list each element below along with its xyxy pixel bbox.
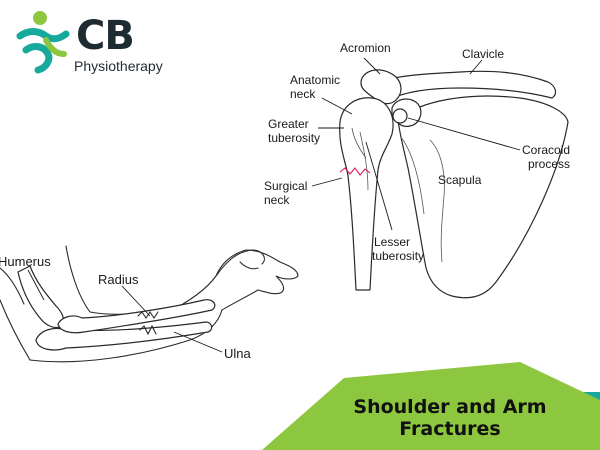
label-anatomic-neck-1: Anatomic bbox=[290, 73, 340, 87]
ulna-leader bbox=[173, 331, 223, 353]
hand-thumb-outline bbox=[239, 261, 259, 270]
label-clavicle: Clavicle bbox=[462, 47, 504, 61]
surgical-neck-leader bbox=[311, 177, 343, 187]
shoulder-diagram: Acromion Clavicle Anatomic neck Greater … bbox=[264, 41, 570, 299]
coracoid-tip bbox=[392, 108, 408, 124]
scapula-bone bbox=[397, 95, 569, 299]
forearm-bottom-outline bbox=[29, 309, 223, 363]
anatomic-neck-leader bbox=[321, 97, 353, 115]
ulna-fracture bbox=[139, 324, 157, 336]
label-radius: Radius bbox=[98, 272, 139, 287]
humerus-leader bbox=[27, 269, 45, 301]
scapula-spine-line bbox=[429, 139, 445, 263]
humerus-groove-line bbox=[359, 131, 369, 191]
label-anatomic-neck-2: neck bbox=[290, 87, 316, 101]
radius-fracture bbox=[137, 311, 159, 319]
radius-bone bbox=[57, 299, 216, 334]
banner-title: Shoulder and Arm Fractures bbox=[320, 396, 580, 440]
clavicle-leader bbox=[469, 59, 483, 75]
upper-arm-outline bbox=[0, 267, 25, 305]
hand-outline bbox=[215, 249, 299, 311]
acromion-leader bbox=[363, 57, 381, 75]
label-surgical-neck-2: neck bbox=[264, 193, 290, 207]
label-coracoid-2: process bbox=[528, 157, 570, 171]
label-greater-tuberosity-1: Greater bbox=[268, 117, 309, 131]
scapula-inner-line bbox=[399, 135, 425, 215]
title-banner bbox=[262, 362, 600, 450]
label-acromion: Acromion bbox=[340, 41, 391, 55]
forearm-top-outline bbox=[169, 249, 265, 313]
surgical-neck-fracture bbox=[339, 167, 371, 176]
label-lesser-tuberosity-1: Lesser bbox=[374, 235, 410, 249]
logo-runner-icon bbox=[16, 11, 70, 74]
banner-green-shape bbox=[262, 362, 600, 450]
label-lesser-tuberosity-2: tuberosity bbox=[372, 249, 424, 263]
label-surgical-neck-1: Surgical bbox=[264, 179, 307, 193]
banner-title-line2: Fractures bbox=[399, 418, 501, 440]
label-coracoid-1: Coracoid bbox=[522, 143, 570, 157]
label-scapula: Scapula bbox=[438, 173, 482, 187]
acromion-bone bbox=[360, 69, 402, 105]
logo-brand-text: CB bbox=[76, 13, 135, 59]
radius-leader bbox=[121, 285, 151, 317]
label-humerus: Humerus bbox=[0, 254, 51, 269]
upper-arm-front-outline bbox=[0, 299, 31, 361]
label-ulna: Ulna bbox=[224, 346, 252, 361]
banner-title-line1: Shoulder and Arm bbox=[353, 396, 547, 418]
coracoid-leader bbox=[407, 117, 521, 151]
cb-physiotherapy-logo: CB Physiotherapy bbox=[16, 10, 186, 76]
humerus-bone bbox=[17, 265, 65, 329]
humerus-head-shaft bbox=[339, 97, 394, 291]
label-greater-tuberosity-2: tuberosity bbox=[268, 131, 320, 145]
arm-diagram: Humerus Radius Ulna bbox=[0, 245, 299, 363]
logo-subtitle-text: Physiotherapy bbox=[74, 58, 163, 74]
lesser-tuberosity-leader bbox=[365, 141, 393, 231]
